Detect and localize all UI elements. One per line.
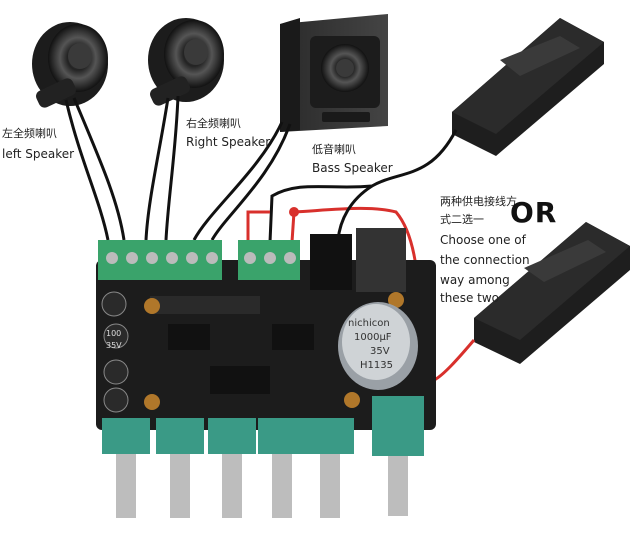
power-note-en-2: the connection — [440, 252, 530, 268]
audio-jack — [356, 228, 406, 292]
bass-speaker — [280, 14, 388, 132]
right-speaker-label-en: Right Speaker — [186, 134, 270, 150]
capacitor-code: H1135 — [360, 358, 393, 374]
bass-speaker-label-cn: 低音喇叭 — [312, 142, 356, 158]
power-note-en-3: way among — [440, 272, 510, 288]
power-note-cn-2: 式二选一 — [440, 212, 484, 228]
speaker-wires — [66, 96, 290, 240]
bass-speaker-label-en: Bass Speaker — [312, 160, 393, 176]
right-speaker — [148, 18, 224, 108]
power-adapter-top — [452, 18, 604, 156]
left-speaker-label-cn: 左全频喇叭 — [2, 126, 57, 142]
terminal-block-right — [238, 240, 300, 280]
power-note-en-4: these two — [440, 290, 499, 306]
terminal-block-left — [98, 240, 222, 280]
or-label: OR — [510, 196, 557, 229]
left-speaker — [32, 22, 108, 110]
power-note-en-1: Choose one of — [440, 232, 526, 248]
left-speaker-label-en: left Speaker — [2, 146, 74, 162]
dc-jack — [310, 234, 352, 290]
small-cap-voltage: 35V — [106, 338, 122, 354]
power-note-cn-1: 两种供电接线方 — [440, 194, 517, 210]
right-speaker-label-cn: 右全频喇叭 — [186, 116, 241, 132]
